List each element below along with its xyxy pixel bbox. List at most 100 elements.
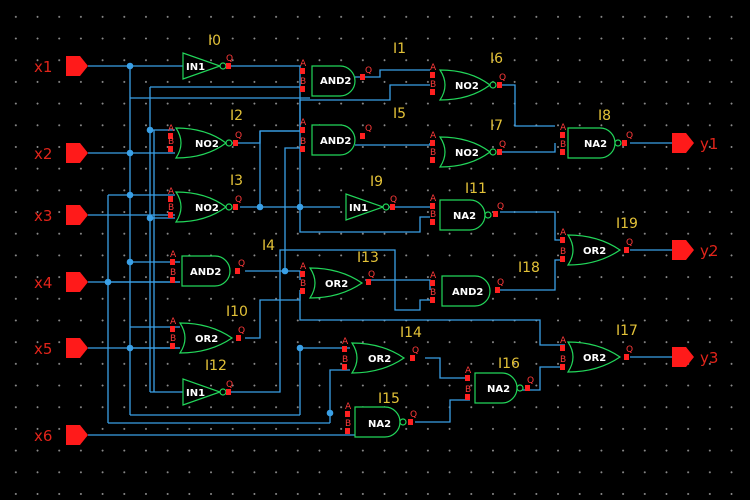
gate-i18[interactable]: AND2 A B Q I18 — [430, 260, 540, 307]
svg-text:A: A — [170, 250, 177, 260]
svg-text:AND2: AND2 — [320, 76, 351, 87]
svg-text:Q: Q — [626, 345, 633, 355]
svg-text:x1: x1 — [34, 58, 52, 76]
svg-text:I10: I10 — [226, 304, 248, 320]
svg-text:A: A — [345, 402, 352, 412]
svg-text:Q: Q — [499, 73, 506, 83]
svg-text:B: B — [430, 210, 436, 220]
gate-i6[interactable]: NO2 A B Q I6 — [430, 51, 506, 101]
gate-i2[interactable]: NO2 A B Q I2 — [168, 108, 243, 159]
svg-text:I4: I4 — [262, 238, 275, 254]
svg-text:y1: y1 — [700, 135, 718, 153]
svg-text:OR2: OR2 — [583, 353, 606, 364]
output-ports: y1 y2 y3 — [672, 133, 718, 367]
svg-text:I3: I3 — [230, 173, 243, 189]
svg-text:I17: I17 — [616, 323, 638, 339]
input-port-x2: x2 — [34, 143, 88, 163]
gate-i17[interactable]: OR2 A B Q I17 — [560, 323, 638, 373]
svg-text:Q: Q — [365, 124, 372, 134]
input-port-x1: x1 — [34, 56, 88, 76]
svg-text:A: A — [300, 59, 307, 69]
svg-text:I1: I1 — [393, 41, 406, 57]
svg-text:Q: Q — [412, 346, 419, 356]
gate-i7[interactable]: NO2 A B Q I7 — [430, 118, 506, 168]
gate-i13[interactable]: OR2 A B Q I13 — [300, 250, 379, 299]
svg-text:NO2: NO2 — [195, 203, 219, 214]
svg-text:Q: Q — [497, 278, 504, 288]
svg-text:Q: Q — [226, 54, 233, 64]
svg-text:x4: x4 — [34, 274, 52, 292]
svg-text:y3: y3 — [700, 349, 718, 367]
svg-text:B: B — [168, 203, 174, 213]
svg-text:A: A — [342, 337, 349, 347]
input-port-x4: x4 — [34, 272, 88, 292]
svg-text:x3: x3 — [34, 207, 52, 225]
gate-i4[interactable]: AND2 A B Q I4 — [170, 238, 275, 287]
svg-text:I13: I13 — [357, 250, 379, 266]
svg-text:B: B — [345, 419, 351, 429]
svg-text:Q: Q — [497, 202, 504, 212]
svg-text:Q: Q — [238, 326, 245, 336]
gate-i16[interactable]: NA2 A B Q I16 — [465, 356, 534, 404]
svg-text:A: A — [465, 366, 472, 376]
svg-text:x2: x2 — [34, 145, 52, 163]
output-port-y3: y3 — [672, 347, 718, 367]
input-ports: x1 x2 x3 x4 x5 x6 — [34, 56, 88, 445]
svg-text:A: A — [170, 317, 177, 327]
svg-text:I14: I14 — [400, 325, 422, 341]
svg-text:B: B — [168, 137, 174, 147]
svg-text:B: B — [430, 80, 436, 90]
svg-text:NO2: NO2 — [455, 148, 479, 159]
svg-text:NO2: NO2 — [195, 139, 219, 150]
svg-text:I2: I2 — [230, 108, 243, 124]
svg-text:OR2: OR2 — [325, 279, 348, 290]
svg-text:IN1: IN1 — [349, 203, 368, 214]
gate-i0[interactable]: IN1 Q I0 — [182, 33, 233, 80]
gate-i10[interactable]: OR2 A B Q I10 — [170, 304, 248, 354]
svg-text:B: B — [170, 334, 176, 344]
svg-text:NA2: NA2 — [487, 384, 510, 395]
svg-text:A: A — [168, 187, 175, 197]
svg-text:AND2: AND2 — [452, 287, 483, 298]
svg-text:NO2: NO2 — [455, 81, 479, 92]
svg-text:A: A — [430, 271, 437, 281]
gate-i5[interactable]: AND2 A B Q I5 — [300, 106, 406, 156]
gate-i11[interactable]: NA2 A B Q I11 — [430, 181, 504, 231]
gate-i9[interactable]: IN1 Q I9 — [345, 174, 397, 221]
gate-i12[interactable]: IN1 Q I12 — [182, 358, 233, 406]
gate-i1[interactable]: AND2 A B Q I1 — [300, 41, 406, 97]
svg-text:I11: I11 — [465, 181, 487, 197]
svg-text:B: B — [300, 279, 306, 289]
gate-i15[interactable]: NA2 A B Q I15 — [345, 391, 417, 438]
svg-text:NA2: NA2 — [368, 419, 391, 430]
svg-text:Q: Q — [238, 259, 245, 269]
svg-text:AND2: AND2 — [190, 267, 221, 278]
svg-text:NA2: NA2 — [453, 211, 476, 222]
svg-text:I6: I6 — [490, 51, 503, 67]
svg-text:B: B — [560, 355, 566, 365]
svg-text:I16: I16 — [498, 356, 520, 372]
svg-text:A: A — [430, 194, 437, 204]
junction-dots — [104, 62, 334, 417]
svg-text:x6: x6 — [34, 427, 52, 445]
svg-text:B: B — [430, 288, 436, 298]
svg-text:Q: Q — [499, 140, 506, 150]
gate-i8[interactable]: NA2 A B Q I8 — [560, 108, 633, 159]
svg-text:AND2: AND2 — [320, 136, 351, 147]
svg-text:Q: Q — [410, 410, 417, 420]
svg-text:B: B — [300, 77, 306, 87]
svg-text:I5: I5 — [393, 106, 406, 122]
gate-i14[interactable]: OR2 A B Q I14 — [342, 325, 422, 374]
svg-text:I9: I9 — [370, 174, 383, 190]
svg-text:Q: Q — [390, 195, 397, 205]
svg-text:Q: Q — [235, 131, 242, 141]
output-port-y1: y1 — [672, 133, 718, 153]
svg-text:A: A — [300, 262, 307, 272]
gate-i3[interactable]: NO2 A B Q I3 — [168, 173, 243, 223]
input-port-x5: x5 — [34, 338, 88, 358]
svg-text:Q: Q — [626, 238, 633, 248]
input-port-x6: x6 — [34, 425, 88, 445]
gate-i19[interactable]: OR2 A B Q I19 — [560, 216, 638, 266]
